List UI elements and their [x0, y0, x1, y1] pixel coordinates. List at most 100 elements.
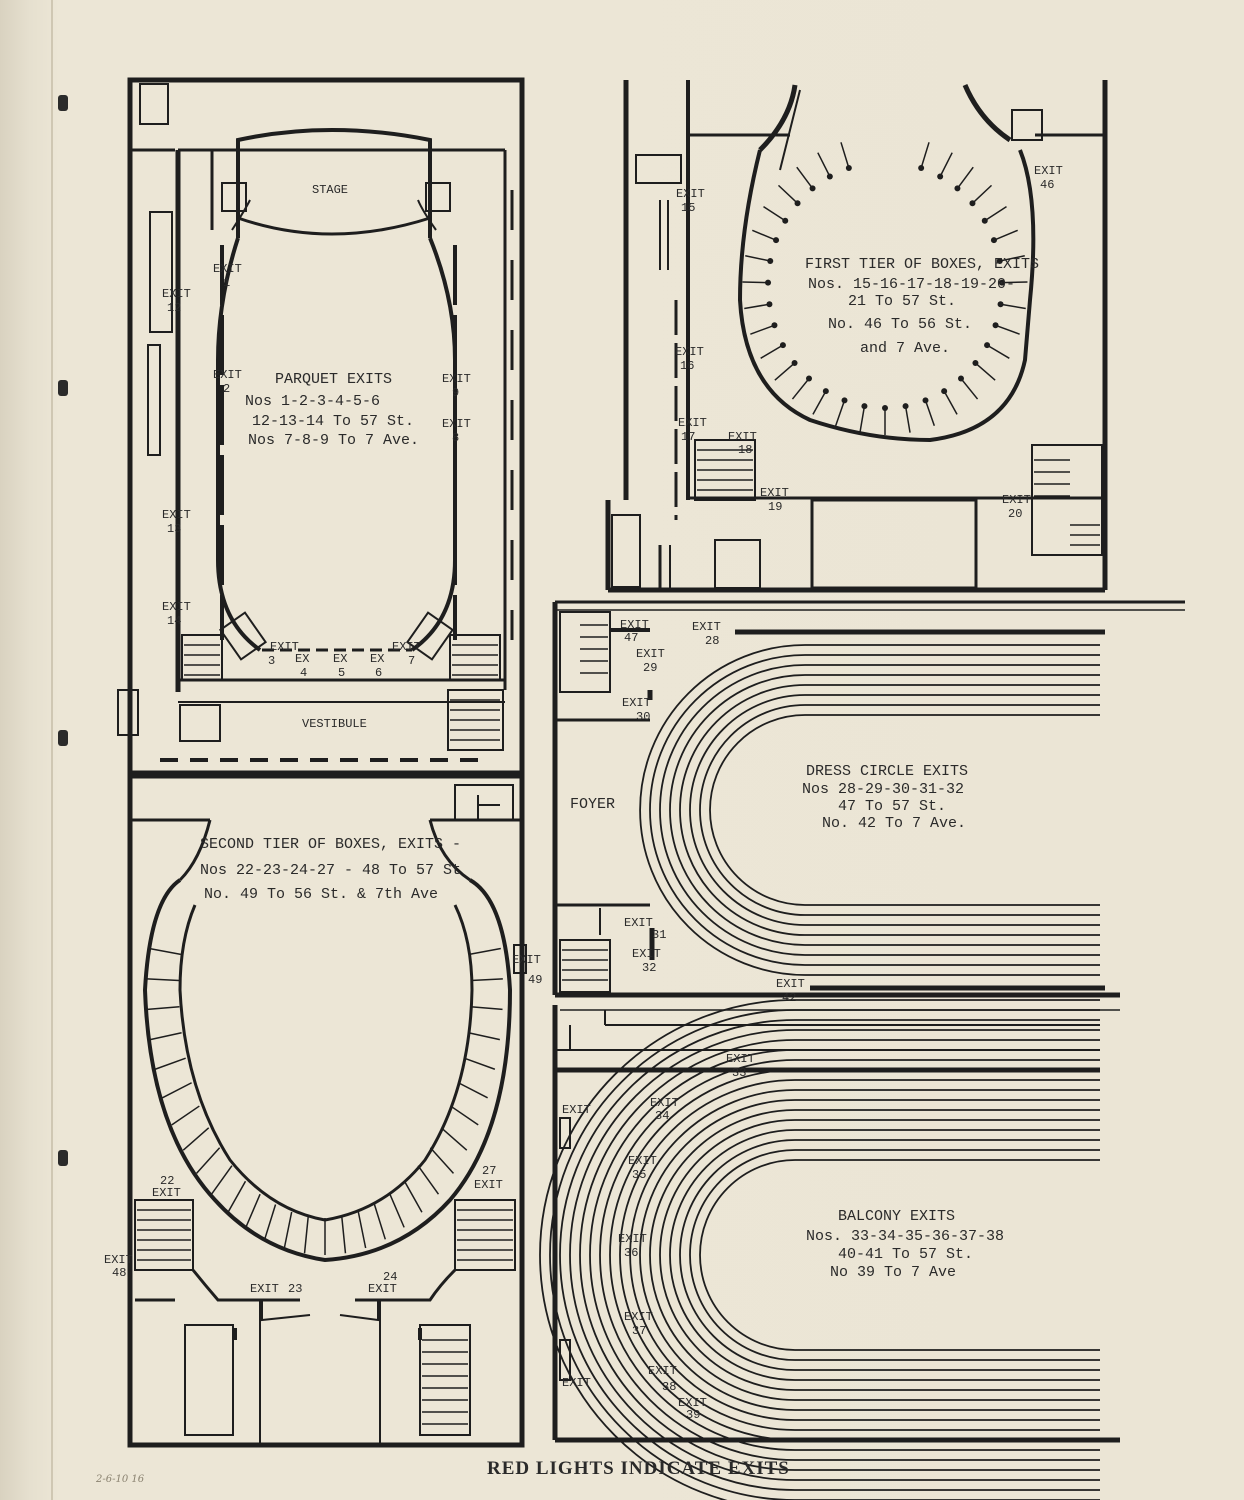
exit-number: 2	[223, 382, 230, 396]
box-partition	[974, 362, 996, 381]
parquet-line-2: 12-13-14 To 57 St.	[252, 413, 414, 430]
box-partition	[303, 1216, 309, 1254]
seating-row	[619, 1079, 1100, 1431]
box-partition	[227, 1180, 247, 1213]
exit-marker: EXIT	[632, 947, 661, 961]
seating-row	[579, 1039, 1100, 1471]
first-tier-line-2: 21 To 57 St.	[848, 293, 956, 310]
box-light	[779, 342, 786, 349]
exit-marker: EXIT	[392, 640, 421, 654]
balcony-line-1: Nos. 33-34-35-36-37-38	[806, 1228, 1004, 1245]
box-partition	[154, 1057, 186, 1070]
exit-number: 15	[681, 201, 695, 215]
exit-number: 33	[732, 1066, 746, 1080]
exit-number: 46	[1040, 178, 1054, 192]
exit-marker: EXIT	[620, 618, 649, 632]
box-light	[984, 342, 991, 349]
foyer-label: FOYER	[570, 796, 615, 813]
seating-row	[629, 1089, 1100, 1421]
seating-row	[669, 674, 1100, 946]
seating-row	[649, 654, 1100, 966]
box-partition	[147, 1005, 180, 1011]
box-partition	[147, 978, 180, 982]
exit-number: 47	[624, 631, 638, 645]
seating-row	[689, 694, 1100, 926]
box-partition	[210, 1165, 233, 1195]
seating-row	[599, 1059, 1100, 1451]
box-light	[765, 279, 772, 286]
box-partition	[182, 1127, 210, 1151]
seating-row	[639, 1099, 1100, 1411]
exit-number: 12	[167, 301, 181, 315]
exit-marker: EXIT	[442, 372, 471, 386]
first-tier-boxes	[742, 142, 1028, 435]
exit-number: 22	[160, 1174, 174, 1188]
exit-number: 23	[288, 1282, 302, 1296]
box-partition	[752, 229, 777, 241]
box-partition	[993, 229, 1018, 241]
box-light	[845, 165, 852, 172]
box-partition	[939, 152, 953, 177]
seating-row	[569, 1029, 1100, 1481]
exit-number: 34	[655, 1109, 669, 1123]
box-partition	[468, 1031, 501, 1041]
stage-label: STAGE	[312, 183, 348, 197]
box-light	[791, 360, 798, 367]
balcony-title: BALCONY EXITS	[838, 1208, 955, 1225]
box-partition	[245, 1193, 261, 1228]
box-partition	[745, 255, 771, 262]
exit-marker: EXIT	[162, 508, 191, 522]
first-tier-labels: FIRST TIER OF BOXES, EXITS Nos. 15-16-17…	[675, 164, 1063, 521]
dress-circle-line-2: 47 To 57 St.	[838, 798, 946, 815]
exit-marker: EXIT	[760, 486, 789, 500]
box-partition	[149, 1031, 182, 1041]
box-partition	[986, 344, 1010, 359]
box-partition	[817, 152, 831, 177]
exit-marker: EXIT	[162, 600, 191, 614]
box-light	[996, 258, 1003, 265]
exit-number: 19	[768, 500, 782, 514]
seating-row	[709, 714, 1100, 906]
box-partition	[464, 1057, 496, 1070]
exit-marker: EXIT	[628, 1154, 657, 1168]
box-partition	[149, 947, 181, 956]
exit-marker: EXIT	[776, 977, 805, 991]
dress-circle-line-3: No. 42 To 7 Ave.	[822, 815, 966, 832]
box-light	[957, 375, 964, 382]
box-partition	[429, 1147, 455, 1174]
exit-marker: EXIT	[213, 262, 242, 276]
exit-marker: EX	[295, 652, 309, 666]
exit-marker: EXIT	[562, 1376, 591, 1390]
second-tier-boxes	[147, 947, 503, 1255]
first-tier-plan	[605, 80, 1108, 593]
exit-number: 13	[167, 522, 181, 536]
box-light	[782, 217, 789, 224]
box-partition	[357, 1211, 367, 1249]
box-light	[922, 397, 929, 404]
seating-row	[609, 1069, 1100, 1441]
box-light	[806, 375, 813, 382]
exit-number: 1	[223, 276, 230, 290]
exit-marker: EXIT	[562, 1103, 591, 1117]
seating-row	[589, 1049, 1100, 1461]
exit-marker: EXIT	[675, 345, 704, 359]
box-partition	[283, 1211, 293, 1249]
box-partition	[1000, 303, 1026, 310]
seating-row	[689, 1149, 1100, 1361]
dress-circle-line-1: Nos 28-29-30-31-32	[802, 781, 964, 798]
box-partition	[162, 1082, 192, 1099]
exit-marker: EXIT	[474, 1178, 503, 1192]
box-light	[972, 360, 979, 367]
second-tier-exit-markers: 22 EXIT 27 EXIT EXIT 23 24 EXIT EXIT 48 …	[104, 953, 542, 1296]
exit-number: 6	[375, 666, 382, 680]
exit-number: 3	[268, 654, 275, 668]
exit-number: 27	[482, 1164, 496, 1178]
box-partition	[920, 142, 930, 169]
box-partition	[999, 255, 1025, 262]
parquet-labels: STAGE VESTIBULE PARQUET EXITS Nos 1-2-3-…	[162, 183, 471, 731]
box-partition	[924, 400, 936, 426]
exit-marker: EXIT	[650, 1096, 679, 1110]
exit-marker: EX	[333, 652, 347, 666]
exit-number: 32	[642, 961, 656, 975]
exit-marker: EX	[370, 652, 384, 666]
